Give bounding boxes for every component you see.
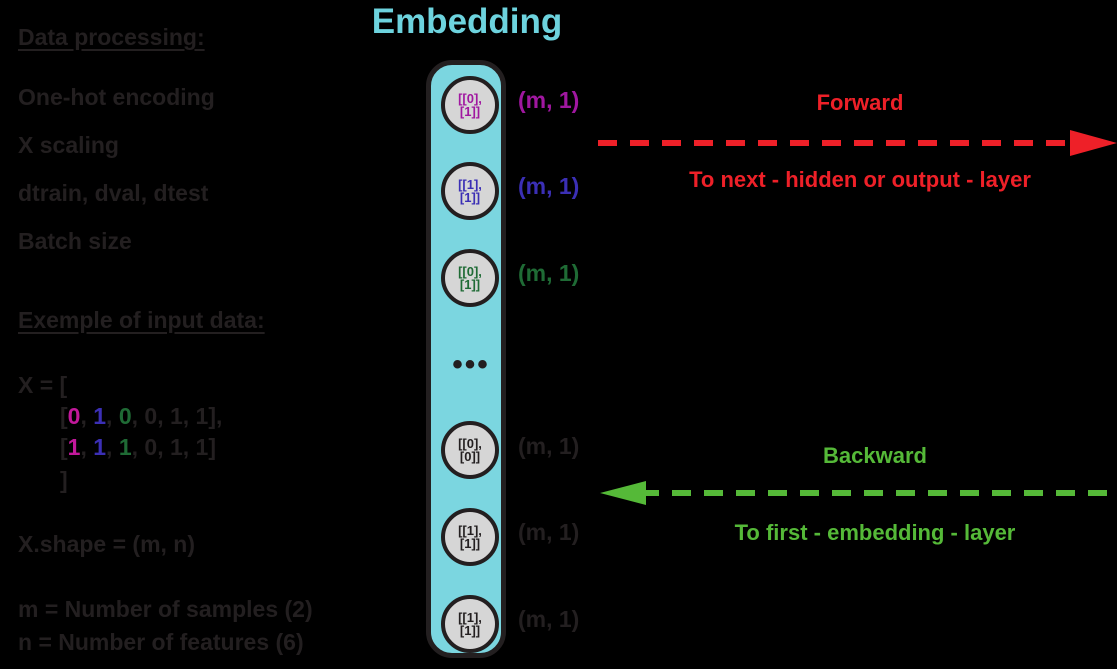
row1-digit-2: 0 [118,403,132,429]
node-2-bottom: [1]] [459,190,481,205]
shape-label-1: (m, 1) [518,87,580,113]
backward-flow-title: Backward [823,443,927,468]
row1-rest: , 0, 1, 1], [131,403,223,429]
node-5-bottom: [1]] [459,536,481,551]
code-array-row-1: [0, 1, 0, 0, 1, 1], [60,403,222,430]
row1-digit-0: 0 [67,403,81,429]
node-4-top: [[0], [458,435,482,451]
embedding-node-4[interactable]: [[0], [0]] [441,421,499,479]
shape-label-6: (m, 1) [518,606,580,632]
node-6-bottom: [1]] [459,623,481,638]
shape-label-4: (m, 1) [518,433,580,459]
page-title: Embedding [371,2,563,41]
embedding-node-5[interactable]: [[1], [1]] [441,508,499,566]
node-5-top: [[1], [458,522,482,538]
processing-item-x-scaling: X scaling [18,132,119,158]
node-4-bottom: [0]] [459,449,481,464]
row2-bracket: [ [60,434,68,460]
shape-label-5: (m, 1) [518,519,580,545]
row2-sep-1: , [106,434,119,460]
processing-item-splits: dtrain, dval, dtest [18,180,209,206]
processing-item-batch-size: Batch size [18,228,132,254]
embedding-node-1[interactable]: [[0], [1]] [441,76,499,134]
node-2-top: [[1], [458,176,482,192]
backward-arrow-head [600,481,646,505]
backward-flow-arrow [600,481,1117,505]
forward-flow-arrow [598,130,1117,156]
processing-item-one-hot: One-hot encoding [18,84,215,110]
x-shape-line: X.shape = (m, n) [18,531,196,557]
forward-flow-subtitle: To next - hidden or output - layer [689,167,1031,192]
embedding-node-6[interactable]: [[1], [1]] [441,595,499,653]
node-3-bottom: [1]] [459,277,481,292]
node-3-top: [[0], [458,263,482,279]
left-info-panel: Data processing: One-hot encoding X scal… [0,0,420,669]
row2-digit-2: 1 [118,434,132,460]
row1-sep-1: , [106,403,119,429]
backward-flow-subtitle: To first - embedding - layer [734,520,1016,545]
row2-sep-0: , [80,434,94,460]
code-array-close: ] [60,467,68,493]
row1-digit-1: 1 [93,403,107,429]
embedding-node-3[interactable]: [[0], [1]] [441,249,499,307]
nodes-ellipsis: ••• [452,348,490,381]
row1-sep-0: , [80,403,94,429]
shape-label-3: (m, 1) [518,260,580,286]
legend-n: n = Number of features (6) [18,629,304,655]
forward-flow-title: Forward [816,90,904,115]
embedding-node-2[interactable]: [[1], [1]] [441,162,499,220]
legend-m: m = Number of samples (2) [18,596,313,622]
row2-digit-0: 1 [67,434,81,460]
example-input-heading: Exemple of input data: [18,307,265,333]
row2-digit-1: 1 [93,434,107,460]
code-array-open: X = [ [18,372,68,398]
data-processing-heading: Data processing: [18,24,205,50]
code-array-row-2: [1, 1, 1, 0, 1, 1] [60,434,216,461]
node-6-top: [[1], [458,609,482,625]
node-1-bottom: [1]] [459,104,481,119]
embedding-layer-column: [[0], [1]] [[1], [1]] [[0], [1]] ••• [[0… [426,60,506,658]
row2-rest: , 0, 1, 1] [131,434,216,460]
shape-label-2: (m, 1) [518,173,580,199]
row1-bracket: [ [60,403,68,429]
node-1-top: [[0], [458,90,482,106]
forward-arrow-head [1070,130,1117,156]
